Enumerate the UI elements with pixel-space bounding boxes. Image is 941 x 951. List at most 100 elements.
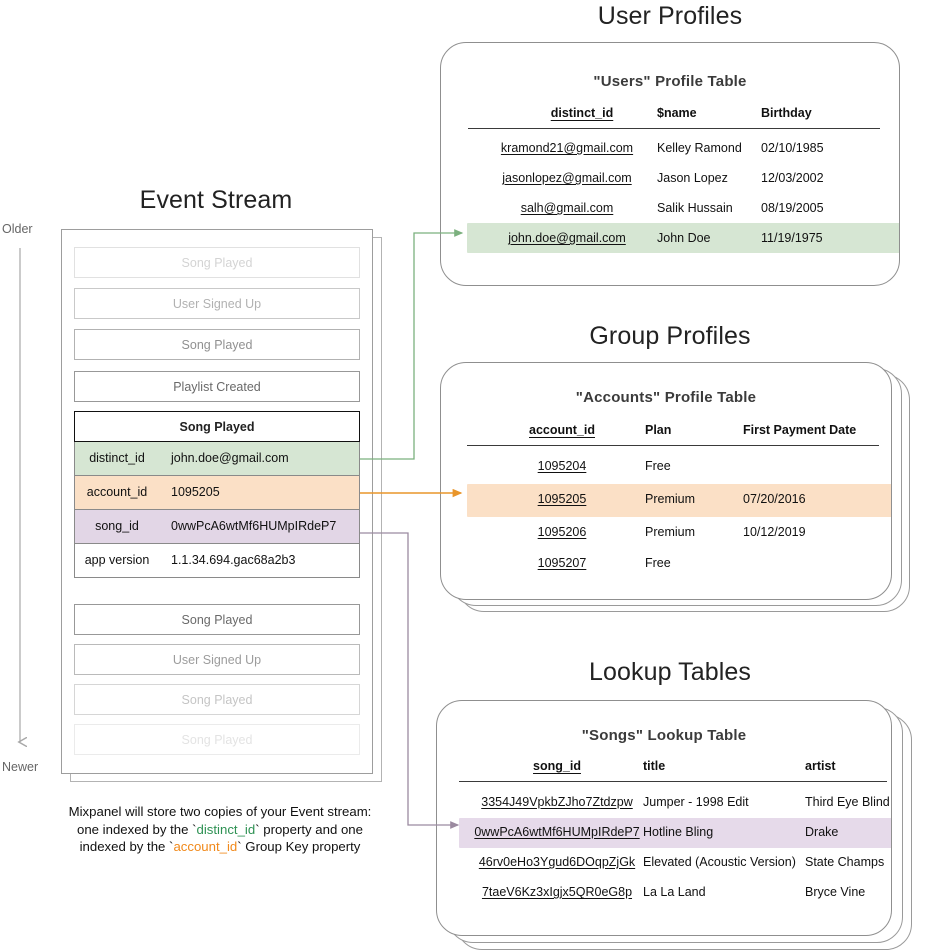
users-col-birthday: Birthday bbox=[761, 106, 812, 120]
cell-title: La La Land bbox=[643, 885, 706, 899]
caption-line-3: indexed by the `account_id` Group Key pr… bbox=[79, 839, 361, 854]
songs-panel-wrap: "Songs" Lookup Table song_id title artis… bbox=[436, 700, 914, 950]
cell-name: Kelley Ramond bbox=[657, 141, 742, 155]
cell-title: Hotline Bling bbox=[643, 825, 714, 839]
cell-artist: Bryce Vine bbox=[805, 885, 866, 899]
cell-first-payment: 07/20/2016 bbox=[743, 492, 806, 506]
timeline-older-label: Older bbox=[2, 222, 33, 236]
lookup-tables-title: Lookup Tables bbox=[588, 658, 752, 686]
table-row[interactable]: jasonlopez@gmail.com Jason Lopez 12/03/2… bbox=[441, 163, 899, 193]
user-profiles-title: User Profiles bbox=[597, 2, 743, 30]
focused-event-header[interactable]: Song Played bbox=[74, 411, 360, 442]
table-row-highlighted[interactable]: 0wwPcA6wtMf6HUMpIRdeP7 Hotline Bling Dra… bbox=[437, 817, 891, 847]
caption-text: Mixpanel will store two copies of your E… bbox=[34, 803, 406, 856]
table-row[interactable]: salh@gmail.com Salik Hussain 08/19/2005 bbox=[441, 193, 899, 223]
property-key: account_id bbox=[86, 485, 148, 499]
event-card[interactable]: User Signed Up bbox=[74, 288, 360, 319]
table-row[interactable]: 3354J49VpkbZJho7Ztdzpw Jumper - 1998 Edi… bbox=[437, 787, 891, 817]
cell-plan: Premium bbox=[645, 492, 696, 506]
table-row-highlighted[interactable]: 1095205 Premium 07/20/2016 bbox=[441, 483, 891, 516]
users-header-rule bbox=[468, 128, 880, 130]
event-property-app-version[interactable]: app version 1.1.34.694.gac68a2b3 bbox=[74, 544, 360, 578]
property-value: 0wwPcA6wtMf6HUMpIRdeP7 bbox=[171, 519, 337, 533]
users-col-distinct-id: distinct_id bbox=[550, 106, 614, 120]
cell-title: Jumper - 1998 Edit bbox=[643, 795, 749, 809]
cell-account-id: 1095206 bbox=[537, 525, 587, 539]
event-card[interactable]: User Signed Up bbox=[74, 644, 360, 675]
timeline-newer-label: Newer bbox=[2, 760, 39, 774]
event-card[interactable]: Song Played bbox=[74, 329, 360, 360]
cell-distinct-id: kramond21@gmail.com bbox=[500, 141, 634, 155]
cell-birthday: 02/10/1985 bbox=[761, 141, 824, 155]
account-id-token: account_id bbox=[173, 839, 238, 854]
event-property-account-id[interactable]: account_id 1095205 bbox=[74, 476, 360, 510]
accounts-col-account-id: account_id bbox=[529, 423, 595, 437]
users-table-title: "Users" Profile Table bbox=[593, 73, 747, 90]
cell-name: Jason Lopez bbox=[657, 171, 728, 185]
cell-song-id: 3354J49VpkbZJho7Ztdzpw bbox=[481, 795, 633, 809]
event-property-distinct-id[interactable]: distinct_id john.doe@gmail.com bbox=[74, 442, 360, 476]
event-property-song-id[interactable]: song_id 0wwPcA6wtMf6HUMpIRdeP7 bbox=[74, 510, 360, 544]
songs-table-title: "Songs" Lookup Table bbox=[581, 727, 747, 744]
cell-artist: Third Eye Blind bbox=[805, 795, 890, 809]
cell-distinct-id: john.doe@gmail.com bbox=[508, 231, 626, 245]
group-profiles-title: Group Profiles bbox=[589, 322, 751, 350]
table-row[interactable]: 1095204 Free bbox=[441, 451, 891, 481]
event-card[interactable]: Song Played bbox=[74, 247, 360, 278]
cell-plan: Free bbox=[645, 556, 671, 570]
cell-plan: Free bbox=[645, 459, 671, 473]
users-col-name: $name bbox=[657, 106, 697, 120]
property-key: distinct_id bbox=[89, 451, 145, 465]
songs-row-highlight bbox=[459, 818, 891, 848]
cell-distinct-id: salh@gmail.com bbox=[520, 201, 614, 215]
table-row[interactable]: kramond21@gmail.com Kelley Ramond 02/10/… bbox=[441, 133, 899, 163]
accounts-col-first-payment: First Payment Date bbox=[743, 423, 857, 437]
caption-line-1: Mixpanel will store two copies of your E… bbox=[68, 804, 372, 819]
accounts-header-rule bbox=[467, 445, 879, 447]
cell-account-id: 1095205 bbox=[537, 492, 587, 506]
property-key: app version bbox=[84, 553, 150, 567]
cell-name: John Doe bbox=[657, 231, 711, 245]
cell-account-id: 1095207 bbox=[537, 556, 587, 570]
songs-header-rule bbox=[459, 781, 887, 783]
cell-distinct-id: jasonlopez@gmail.com bbox=[502, 171, 632, 185]
table-row[interactable]: 1095207 Free bbox=[441, 548, 891, 578]
table-row[interactable]: 1095206 Premium 10/12/2019 bbox=[441, 517, 891, 547]
accounts-profile-card: "Accounts" Profile Table account_id Plan… bbox=[440, 362, 892, 600]
accounts-table-title: "Accounts" Profile Table bbox=[575, 389, 757, 406]
property-value: 1095205 bbox=[171, 485, 220, 499]
property-key: song_id bbox=[95, 519, 139, 533]
event-card[interactable]: Song Played bbox=[74, 604, 360, 635]
event-card[interactable]: Playlist Created bbox=[74, 371, 360, 402]
caption-line-2: one indexed by the `distinct_id` propert… bbox=[77, 821, 363, 837]
users-profile-card: "Users" Profile Table distinct_id $name … bbox=[440, 42, 900, 286]
cell-account-id: 1095204 bbox=[537, 459, 587, 473]
event-stream-title: Event Stream bbox=[139, 186, 293, 214]
users-row-highlight bbox=[467, 223, 899, 253]
users-panel-wrap: "Users" Profile Table distinct_id $name … bbox=[440, 42, 900, 286]
event-card[interactable]: Song Played bbox=[74, 724, 360, 755]
cell-song-id: 46rv0eHo3Ygud6DOqpZjGk bbox=[478, 855, 636, 869]
cell-birthday: 08/19/2005 bbox=[761, 201, 824, 215]
cell-artist: Drake bbox=[805, 825, 839, 839]
songs-lookup-card: "Songs" Lookup Table song_id title artis… bbox=[436, 700, 892, 936]
cell-artist: State Champs bbox=[805, 855, 885, 869]
table-row[interactable]: 46rv0eHo3Ygud6DOqpZjGk Elevated (Acousti… bbox=[437, 847, 891, 877]
cell-first-payment: 10/12/2019 bbox=[743, 525, 806, 539]
cell-song-id: 0wwPcA6wtMf6HUMpIRdeP7 bbox=[474, 825, 640, 839]
cell-song-id: 7taeV6Kz3xIgjx5QR0eG8p bbox=[481, 885, 633, 899]
cell-title: Elevated (Acoustic Version) bbox=[643, 855, 796, 869]
songs-col-song-id: song_id bbox=[533, 759, 581, 773]
event-card[interactable]: Song Played bbox=[74, 684, 360, 715]
songs-col-artist: artist bbox=[805, 759, 836, 773]
accounts-row-highlight bbox=[467, 484, 891, 517]
distinct-id-token: distinct_id bbox=[196, 821, 256, 837]
table-row-highlighted[interactable]: john.doe@gmail.com John Doe 11/19/1975 bbox=[441, 223, 899, 253]
cell-plan: Premium bbox=[645, 525, 696, 539]
accounts-col-plan: Plan bbox=[645, 423, 672, 437]
table-row[interactable]: 7taeV6Kz3xIgjx5QR0eG8p La La Land Bryce … bbox=[437, 877, 891, 907]
property-value: 1.1.34.694.gac68a2b3 bbox=[171, 553, 296, 567]
accounts-panel-wrap: "Accounts" Profile Table account_id Plan… bbox=[440, 362, 910, 612]
cell-birthday: 11/19/1975 bbox=[761, 231, 823, 245]
